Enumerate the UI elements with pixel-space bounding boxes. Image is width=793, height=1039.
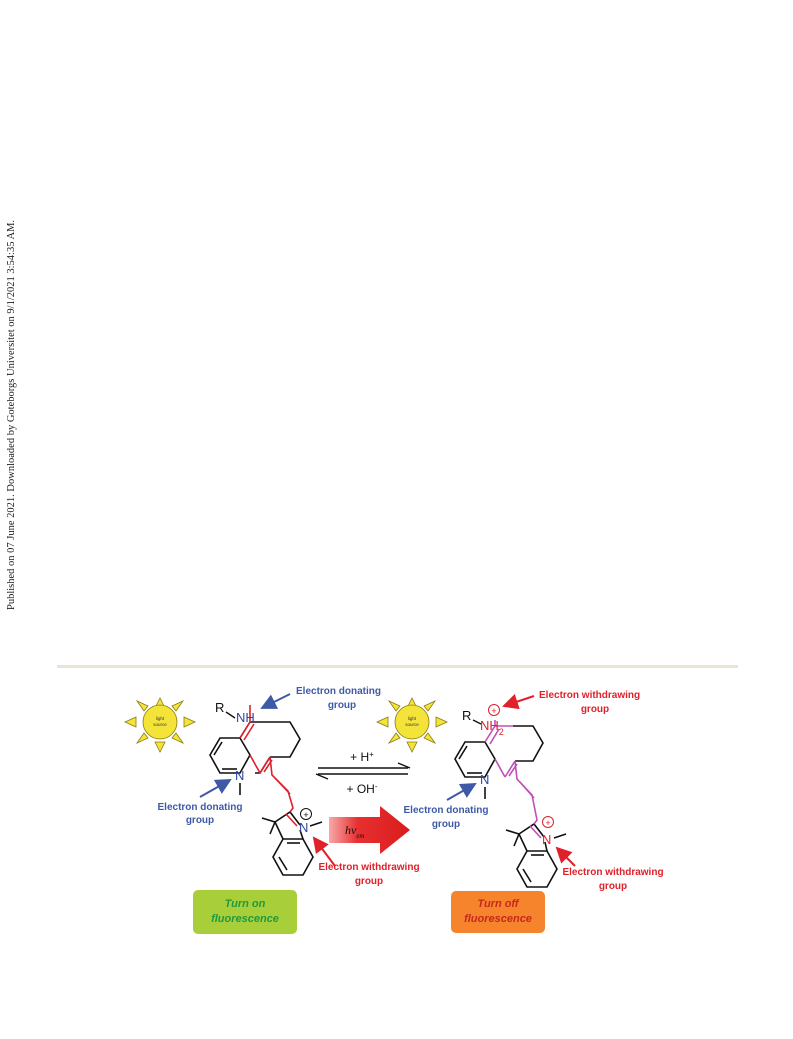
- sun-label-line-1: light: [156, 716, 165, 721]
- donor-label-bottom-line-2: group: [186, 815, 214, 826]
- donor-label-right-line-1: Electron donating: [404, 805, 489, 816]
- sun-label-line-2: source: [405, 722, 419, 727]
- section-divider: [57, 665, 738, 668]
- amine-nh2-right: NH2: [480, 718, 504, 737]
- light-source-sun-right: light source: [376, 697, 448, 753]
- withdraw-label-left-line-2: group: [355, 876, 383, 887]
- withdraw-label-top-line-2: group: [581, 704, 609, 715]
- turn-on-badge: [193, 890, 297, 934]
- indolium-nitrogen-right: N: [542, 832, 551, 847]
- r-group-right: R: [462, 708, 471, 723]
- r-group-left: R: [215, 700, 224, 715]
- donor-label-top-line-2: group: [328, 700, 356, 711]
- turn-on-badge-line-1: Turn on: [225, 898, 266, 910]
- base-reagent-label: + OH-: [346, 782, 377, 797]
- amine-nh-left: NH: [236, 710, 255, 725]
- sun-label-line-2: source: [153, 722, 167, 727]
- positive-charge-amine: +: [491, 706, 496, 716]
- turn-off-badge-line-2: fluorescence: [464, 913, 532, 925]
- indolium-nitrogen-left: N: [299, 820, 308, 835]
- equilibrium-arrows: + H+ + OH- hvem: [315, 750, 411, 854]
- withdraw-label-top-line-1: Electron withdrawing: [539, 690, 640, 701]
- turn-off-badge: [451, 891, 545, 933]
- emission-label: hvem: [345, 823, 365, 840]
- donor-label-bottom-line-1: Electron donating: [158, 802, 243, 813]
- positive-charge-right: +: [545, 818, 550, 828]
- acid-reagent-label: + H+: [350, 750, 374, 765]
- withdraw-label-left-line-1: Electron withdrawing: [318, 862, 419, 873]
- ring-nitrogen-right: N: [480, 772, 489, 787]
- donor-label-right-line-2: group: [432, 819, 460, 830]
- withdraw-label-bottom-line-2: group: [599, 881, 627, 892]
- emission-arrow: [329, 806, 410, 854]
- donor-label-top-line-1: Electron donating: [296, 686, 381, 697]
- turn-off-badge-line-1: Turn off: [477, 898, 519, 910]
- sun-label-line-1: light: [408, 716, 417, 721]
- left-molecule: light source: [124, 686, 420, 934]
- photoswitch-scheme: light source: [124, 686, 664, 934]
- positive-charge-left: +: [303, 810, 308, 820]
- turn-on-badge-line-2: fluorescence: [211, 913, 279, 925]
- download-notice: Published on 07 June 2021. Downloaded by…: [6, 220, 17, 611]
- ring-nitrogen-left: N: [235, 768, 244, 783]
- withdraw-label-bottom-line-1: Electron withdrawing: [562, 867, 663, 878]
- light-source-sun-left: light source: [124, 697, 196, 753]
- right-molecule: light source: [376, 690, 664, 933]
